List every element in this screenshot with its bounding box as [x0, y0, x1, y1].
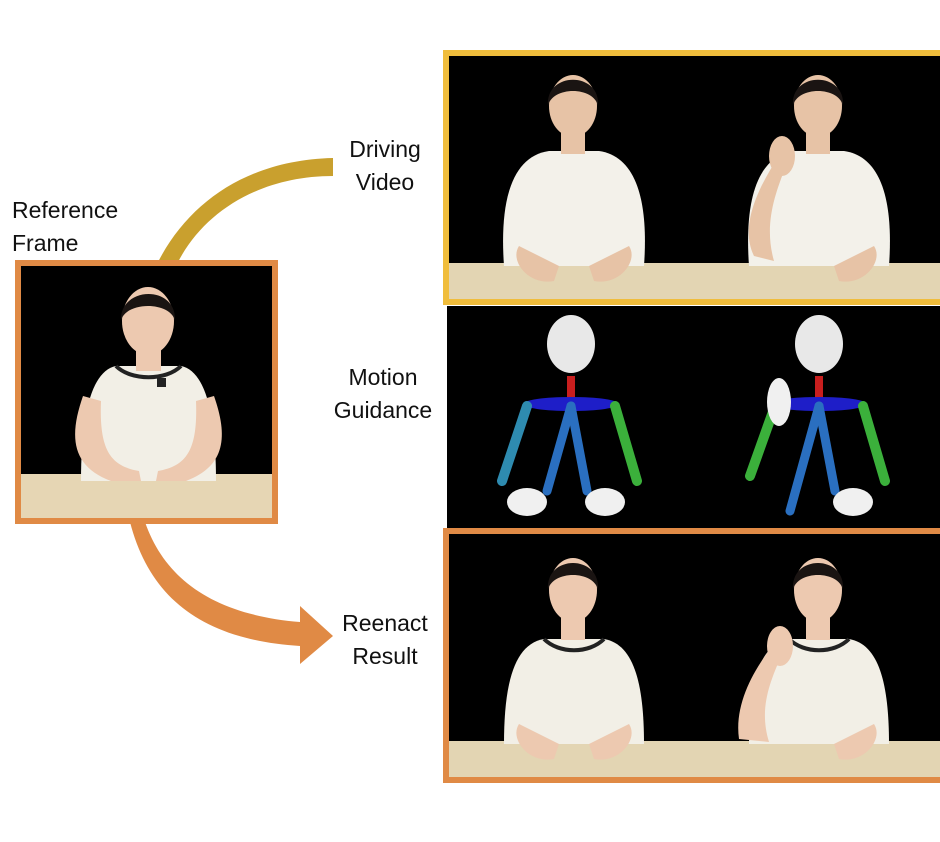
reenact-frame-2	[738, 558, 889, 760]
motion-label-line2: Guidance	[333, 397, 433, 423]
driving-label-line1: Driving	[349, 136, 421, 162]
motion-guidance-frames	[447, 306, 940, 528]
motion-label-line1: Motion	[348, 364, 418, 390]
reenact-result-frames	[443, 528, 940, 783]
driving-video-frames	[443, 50, 940, 305]
reference-label-line2: Frame	[12, 230, 79, 256]
driving-frame-2	[748, 75, 890, 282]
guidance-frame-2	[745, 315, 890, 516]
driving-frame-1	[503, 75, 645, 282]
reference-frame-label: Reference Frame	[12, 194, 134, 260]
driving-video-label: Driving Video	[333, 133, 437, 199]
guidance-frame-1	[497, 315, 642, 516]
arrow-to-reenact	[130, 522, 333, 664]
reference-label-line1: Reference	[12, 197, 119, 223]
reenact-label-line1: Reenact	[342, 610, 428, 636]
reenact-result-label: Reenact Result	[333, 607, 437, 673]
motion-guidance-label: Motion Guidance	[325, 361, 441, 427]
reenact-frame-1	[504, 558, 644, 760]
reference-frame-image	[15, 260, 278, 524]
reenact-label-line2: Result	[352, 643, 418, 669]
driving-label-line2: Video	[355, 169, 415, 195]
arrow-to-driving	[158, 158, 333, 262]
